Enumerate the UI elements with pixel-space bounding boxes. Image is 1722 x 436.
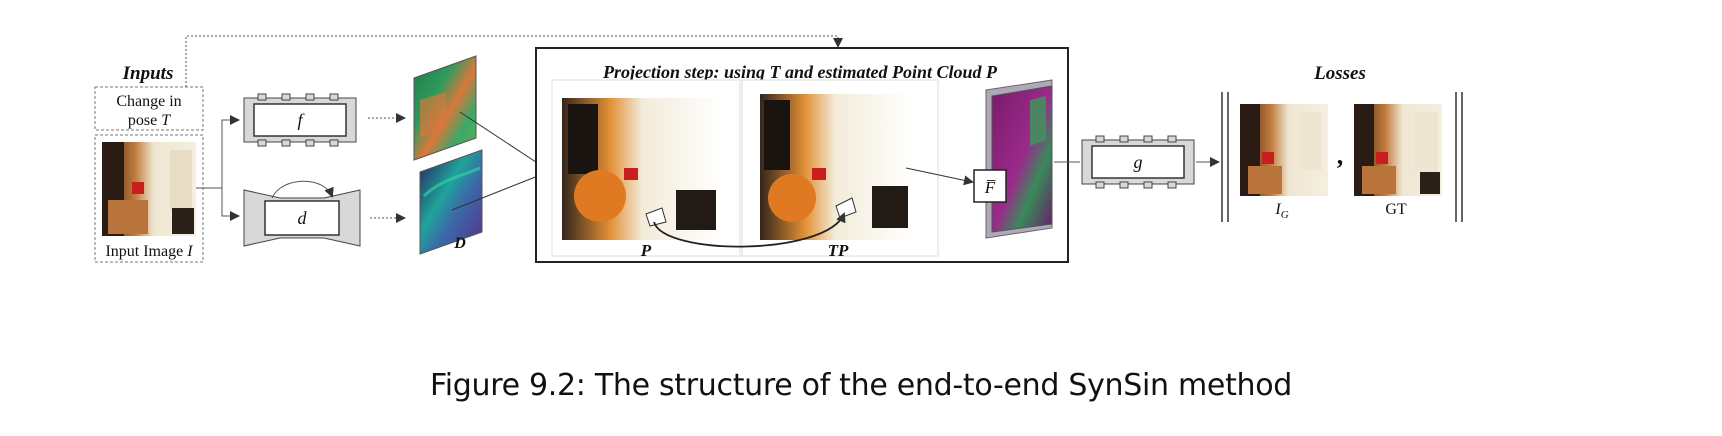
point-cloud-image — [562, 98, 722, 240]
pose-word: pose — [128, 112, 157, 129]
input-image-var: I — [186, 243, 193, 260]
projected-label-box — [973, 169, 1007, 203]
input-image-box — [94, 134, 204, 263]
point-cloud-label: P — [640, 241, 652, 260]
ground-truth-label: GT — [1385, 201, 1407, 218]
transformed-cloud-image — [760, 94, 910, 240]
projection-title: Projection step: using T and estimated P… — [602, 62, 998, 82]
input-image — [102, 142, 196, 236]
loss-separator: , — [1337, 141, 1344, 170]
depth-network-d — [243, 180, 361, 247]
image-to-f-arrow — [196, 115, 240, 189]
ground-truth-image — [1354, 104, 1442, 196]
depth-network-label: d — [298, 208, 308, 228]
depth-map — [419, 149, 483, 255]
generated-label-subscript: G — [1281, 209, 1289, 221]
generator-network-label: g — [1134, 152, 1143, 172]
generated-label: IG — [1274, 201, 1288, 221]
pose-line2: pose T — [128, 112, 171, 129]
generated-image — [1240, 104, 1328, 196]
image-to-d-arrow — [221, 188, 240, 221]
feature-map — [413, 55, 477, 161]
input-image-text: Input Image — [105, 243, 183, 260]
feature-to-projection-arrow — [459, 111, 550, 172]
generated-label-text: I — [1274, 201, 1281, 218]
inputs-title: Inputs — [122, 63, 174, 84]
feature-network-label: f — [297, 110, 305, 130]
projected-label: F̅ — [984, 178, 997, 197]
cloud-to-projected-arrow — [905, 167, 974, 186]
losses-norm-bars — [1221, 92, 1463, 222]
losses-title: Losses — [1313, 63, 1366, 84]
projected-feature-map — [985, 79, 1053, 239]
figure-caption: Figure 9.2: The structure of the end-to-… — [429, 368, 1293, 403]
input-image-label: Input Image I — [105, 243, 193, 260]
transformed-cloud-label: TP — [828, 241, 849, 260]
pose-var: T — [161, 112, 171, 129]
pose-connector-arrow — [185, 35, 843, 87]
transform-arc — [653, 212, 846, 248]
pose-box — [94, 86, 204, 131]
generator-network-g — [1081, 135, 1195, 189]
feature-network-f — [243, 93, 357, 147]
pose-line1: Change in — [116, 93, 181, 110]
depth-map-label: D — [453, 235, 466, 252]
depth-to-projection-arrow — [451, 170, 550, 211]
